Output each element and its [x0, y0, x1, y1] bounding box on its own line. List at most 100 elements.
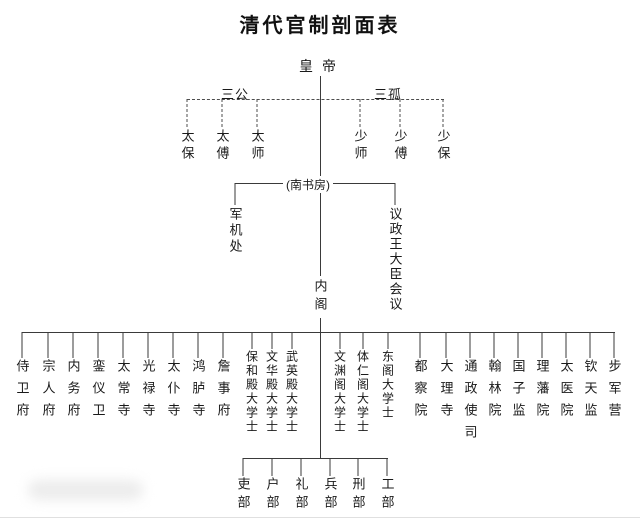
connector-line — [493, 332, 495, 358]
grand-secretary-label: 东阁大学士 — [380, 350, 395, 420]
grand-secretary-branch: 武英殿大学士 — [284, 332, 301, 434]
advisor-branch: 少傅 — [391, 99, 410, 163]
department-label: 步军营 — [606, 359, 622, 425]
grand-secretary-label: 保和殿大学士 — [244, 350, 259, 434]
department-label: 理藩院 — [534, 359, 550, 425]
connector-line — [589, 332, 591, 358]
connector-line — [172, 332, 174, 358]
department-label: 銮仪卫 — [90, 359, 106, 425]
ministry-label: 户部 — [264, 477, 280, 513]
advisor-branch: 少师 — [351, 99, 370, 163]
department-branch: 侍卫府 — [13, 332, 32, 425]
department-branch: 步军营 — [605, 332, 624, 425]
connector-line — [222, 332, 224, 358]
ministries-rail-line — [243, 458, 388, 459]
department-branch: 太仆寺 — [164, 332, 183, 425]
department-label: 詹事府 — [215, 359, 231, 425]
department-branch: 光禄寺 — [139, 332, 158, 425]
advisor-label: 少保 — [435, 129, 451, 163]
department-label: 钦天监 — [582, 359, 598, 425]
advisor-label: 太保 — [179, 129, 195, 163]
department-label: 鸿胪寺 — [190, 359, 206, 425]
connector-line — [122, 332, 124, 358]
junjichu-branch: 军机处 — [226, 183, 245, 255]
department-label: 通政使司 — [462, 359, 478, 447]
connector-line — [386, 458, 388, 476]
sangong-group-label: 三公 — [220, 87, 250, 102]
watermark-smudge — [28, 480, 143, 500]
neige-label: 内阁 — [310, 276, 330, 318]
department-label: 国子监 — [510, 359, 526, 425]
advisors-rail-line — [187, 99, 444, 100]
connector-line — [197, 332, 199, 358]
ministry-branch: 工部 — [378, 458, 397, 513]
department-branch: 都察院 — [411, 332, 430, 425]
connector-line — [357, 458, 359, 476]
department-branch: 国子监 — [509, 332, 528, 425]
advisor-branch: 太师 — [248, 99, 267, 163]
grand-secretary-label: 文渊阁大学士 — [332, 350, 347, 434]
department-branch: 鸿胪寺 — [189, 332, 208, 425]
connector-line — [469, 332, 471, 358]
department-label: 大理寺 — [438, 359, 454, 425]
connector-line — [394, 183, 396, 205]
connector-line — [445, 332, 447, 358]
connector-line — [541, 332, 543, 358]
advisor-branch: 太保 — [178, 99, 197, 163]
departments-rail-line — [22, 332, 615, 333]
connector-line — [419, 332, 421, 358]
ministry-branch: 刑部 — [349, 458, 368, 513]
advisor-branch: 太傅 — [213, 99, 232, 163]
department-branch: 銮仪卫 — [89, 332, 108, 425]
connector-line — [251, 332, 253, 349]
connector-line — [47, 332, 49, 358]
yizheng-council-branch: 议政王大臣会议 — [386, 183, 405, 312]
department-branch: 太医院 — [557, 332, 576, 425]
ministry-branch: 兵部 — [321, 458, 340, 513]
department-branch: 大理寺 — [437, 332, 456, 425]
department-branch: 詹事府 — [214, 332, 233, 425]
grand-secretary-label: 文华殿大学士 — [264, 350, 279, 434]
advisor-label: 少师 — [352, 129, 368, 163]
connector-line — [186, 99, 188, 127]
grand-secretary-branch: 东阁大学士 — [380, 332, 397, 420]
connector-line — [234, 183, 236, 205]
connector-line — [300, 458, 302, 476]
department-branch: 宗人府 — [39, 332, 58, 425]
department-branch: 太常寺 — [114, 332, 133, 425]
grand-secretary-label: 武英殿大学士 — [284, 350, 299, 434]
grand-secretary-branch: 文渊阁大学士 — [332, 332, 349, 434]
connector-line — [565, 332, 567, 358]
nanshufang-label: (南书房) — [283, 176, 333, 193]
department-branch: 通政使司 — [461, 332, 480, 447]
sangu-group-label: 三孤 — [373, 87, 403, 102]
connector-line — [291, 332, 293, 349]
grand-secretary-label: 体仁阁大学士 — [355, 350, 370, 434]
connector-line — [97, 332, 99, 358]
department-label: 太仆寺 — [165, 359, 181, 425]
advisor-label: 太师 — [249, 129, 265, 163]
department-label: 侍卫府 — [14, 359, 30, 425]
grand-secretary-branch: 文华殿大学士 — [264, 332, 281, 434]
department-label: 内务府 — [65, 359, 81, 425]
advisor-label: 太傅 — [214, 129, 230, 163]
connector-line — [399, 99, 401, 127]
connector-line — [329, 458, 331, 476]
connector-line — [339, 332, 341, 349]
connector-line — [359, 99, 361, 127]
department-branch: 钦天监 — [581, 332, 600, 425]
connector-line — [271, 458, 273, 476]
yizheng-council-label: 议政王大臣会议 — [387, 207, 403, 312]
junjichu-label: 军机处 — [227, 207, 243, 255]
department-label: 太医院 — [558, 359, 574, 425]
connector-line — [442, 99, 444, 127]
connector-line — [517, 332, 519, 358]
department-branch: 理藩院 — [533, 332, 552, 425]
connector-line — [256, 99, 258, 127]
ministry-branch: 吏部 — [234, 458, 253, 513]
chart-title: 清代官制剖面表 — [239, 15, 401, 37]
connector-line — [613, 332, 615, 358]
department-label: 光禄寺 — [140, 359, 156, 425]
ministry-branch: 户部 — [263, 458, 282, 513]
